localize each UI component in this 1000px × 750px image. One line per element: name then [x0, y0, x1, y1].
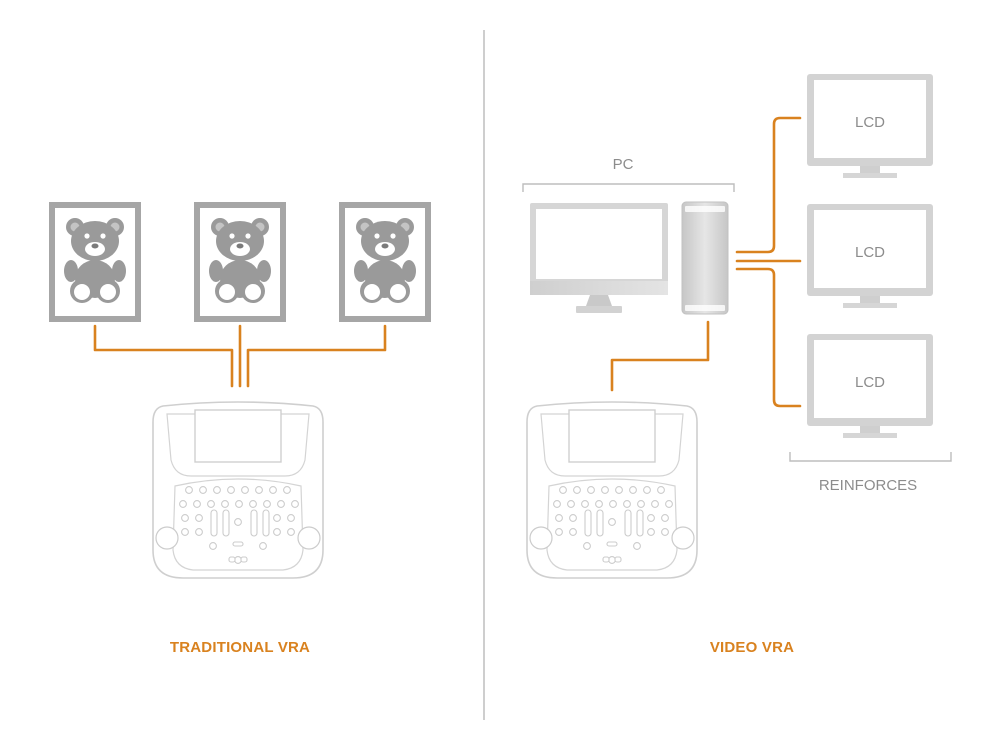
- reinforcer-toy-box: [194, 202, 286, 322]
- traditional-vra-panel: TRADITIONAL VRA: [49, 202, 431, 656]
- keypad-button: [647, 514, 655, 522]
- keypad-button: [210, 509, 218, 537]
- traditional-vra-caption: TRADITIONAL VRA: [170, 639, 310, 656]
- reinforcers-label: REINFORCES: [819, 477, 917, 494]
- keypad-button: [615, 486, 623, 494]
- keypad-button: [269, 486, 277, 494]
- keypad-button: [232, 541, 244, 547]
- keypad-button: [263, 500, 271, 508]
- keypad-button: [573, 486, 581, 494]
- audiometer-icon: [152, 401, 324, 579]
- keypad-button: [234, 556, 242, 564]
- keypad-button: [185, 486, 193, 494]
- lcd-label: LCD: [855, 114, 885, 131]
- keypad-button: [209, 542, 217, 550]
- keypad-button: [255, 486, 263, 494]
- keypad-button: [235, 500, 243, 508]
- lcd-label: LCD: [855, 374, 885, 391]
- video-vra-panel: PC LCD LCD: [522, 74, 952, 656]
- keypad-button: [583, 542, 591, 550]
- keypad-button: [195, 528, 203, 536]
- keypad-button: [623, 500, 631, 508]
- lcd-monitor-icon: LCD: [807, 334, 933, 438]
- keypad-button: [287, 528, 295, 536]
- lcd-label: LCD: [855, 244, 885, 261]
- keypad-button: [624, 509, 632, 537]
- keypad-button: [555, 514, 563, 522]
- keypad-button: [643, 486, 651, 494]
- keypad-button: [657, 486, 665, 494]
- keypad-button: [179, 500, 187, 508]
- keypad-button: [584, 509, 592, 537]
- monitor-icon: [530, 203, 668, 313]
- keypad-button: [259, 542, 267, 550]
- keypad-button: [213, 486, 221, 494]
- keypad-button: [587, 486, 595, 494]
- keypad-button: [665, 500, 673, 508]
- keypad-button: [291, 500, 299, 508]
- keypad-button: [181, 528, 189, 536]
- lcd-monitor-icon: LCD: [807, 74, 933, 178]
- keypad-button: [661, 514, 669, 522]
- pc-bracket: PC: [522, 156, 735, 192]
- keypad-button: [633, 542, 641, 550]
- keypad-button: [569, 514, 577, 522]
- keypad-button: [647, 528, 655, 536]
- keypad-button: [637, 500, 645, 508]
- lcd-monitor-icon: LCD: [807, 204, 933, 308]
- traditional-cables: [93, 324, 387, 388]
- keypad-button: [207, 500, 215, 508]
- keypad-button: [283, 486, 291, 494]
- keypad-button: [602, 556, 610, 563]
- reinforcer-toy-box: [49, 202, 141, 322]
- keypad-button: [609, 500, 617, 508]
- keypad-button: [629, 486, 637, 494]
- keypad-button: [651, 500, 659, 508]
- video-vra-caption: VIDEO VRA: [710, 639, 794, 656]
- keypad-button: [569, 528, 577, 536]
- keypad-button: [227, 486, 235, 494]
- keypad-button: [262, 509, 270, 537]
- keypad-button: [240, 556, 248, 563]
- pc-tower-icon: [681, 201, 729, 315]
- keypad-button: [181, 514, 189, 522]
- pc-to-audiometer-cable: [610, 320, 710, 392]
- keypad-button: [241, 486, 249, 494]
- keypad-button: [595, 500, 603, 508]
- pc-to-lcd-cables: [735, 116, 802, 408]
- keypad-button: [287, 514, 295, 522]
- keypad-button: [614, 556, 622, 563]
- keypad-button: [273, 528, 281, 536]
- keypad-button: [193, 500, 201, 508]
- keypad-button: [555, 528, 563, 536]
- keypad-button: [636, 509, 644, 537]
- keypad-button: [553, 500, 561, 508]
- keypad-button: [661, 528, 669, 536]
- keypad-button: [277, 500, 285, 508]
- audiometer-icon: [526, 401, 698, 579]
- keypad-button: [608, 518, 616, 526]
- keypad-button: [228, 556, 236, 563]
- keypad-button: [606, 541, 618, 547]
- keypad-button: [273, 514, 281, 522]
- keypad-button: [601, 486, 609, 494]
- keypad-button: [195, 514, 203, 522]
- keypad-button: [608, 556, 616, 564]
- keypad-button: [199, 486, 207, 494]
- pc-label: PC: [613, 156, 634, 173]
- keypad-button: [596, 509, 604, 537]
- keypad-button: [567, 500, 575, 508]
- keypad-button: [581, 500, 589, 508]
- keypad-button: [559, 486, 567, 494]
- keypad-button: [249, 500, 257, 508]
- reinforcer-toy-box: [339, 202, 431, 322]
- reinforcers-bracket: REINFORCES: [789, 452, 952, 494]
- keypad-button: [222, 509, 230, 537]
- keypad-button: [221, 500, 229, 508]
- keypad-button: [234, 518, 242, 526]
- keypad-button: [250, 509, 258, 537]
